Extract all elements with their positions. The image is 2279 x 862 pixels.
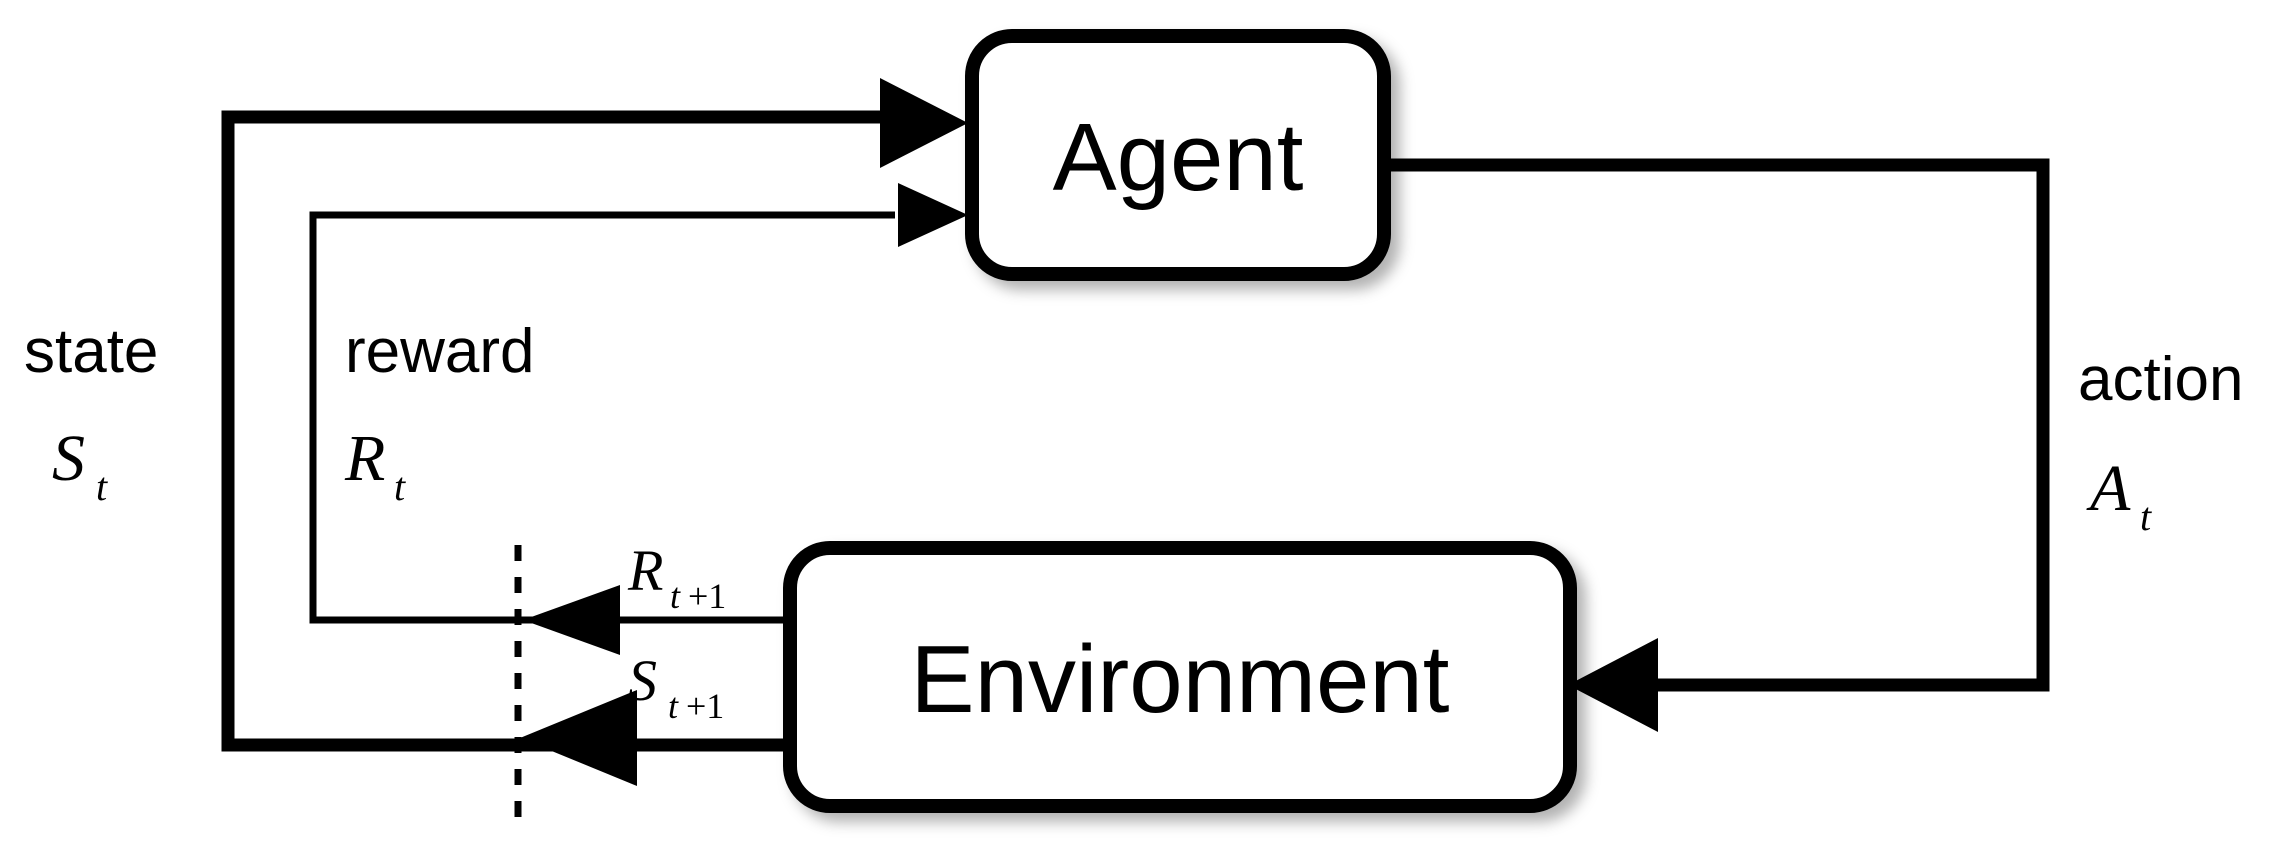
action-arrowhead-into-environment (1568, 638, 1658, 732)
state-next-subscript-var: t (668, 686, 679, 726)
state-arrowhead-into-agent (880, 78, 968, 168)
environment-label: Environment (911, 626, 1450, 733)
state-next-subscript-op: +1 (686, 686, 724, 726)
action-flow-path (1380, 158, 2050, 732)
agent-box[interactable] (965, 29, 1391, 281)
action-symbol-subscript: t (2140, 494, 2152, 539)
state-word-label: state (24, 317, 158, 386)
state-next-label-group: S t +1 (628, 648, 724, 726)
action-symbol-label: A (2086, 452, 2131, 525)
state-next-symbol: S (628, 648, 657, 713)
state-symbol-label: S (52, 422, 85, 495)
agent-node[interactable]: Agent (965, 29, 1391, 281)
reward-symbol-subscript: t (394, 464, 406, 509)
state-flow-path (221, 78, 968, 786)
agent-label: Agent (1053, 104, 1304, 211)
reward-next-label-group: R t +1 (627, 538, 726, 616)
reward-symbol-label: R (344, 422, 385, 495)
reward-arrowhead-into-agent (898, 183, 968, 247)
reward-flow-path (309, 183, 968, 655)
state-symbol-subscript: t (96, 464, 108, 509)
reward-next-symbol: R (627, 538, 663, 603)
state-arrowhead-into-divider (520, 690, 637, 786)
action-word-label: action (2078, 345, 2243, 414)
reward-arrowhead-into-divider (523, 585, 620, 655)
environment-box[interactable] (783, 541, 1577, 813)
reward-label-group: reward R t (344, 317, 535, 509)
reward-next-subscript-var: t (670, 576, 681, 616)
action-label-group: action A t (2078, 345, 2243, 539)
state-label-group: state S t (24, 317, 158, 509)
reward-next-subscript-op: +1 (688, 576, 726, 616)
action-flow-line (1380, 158, 2050, 692)
environment-node[interactable]: Environment (783, 541, 1577, 813)
reward-word-label: reward (345, 317, 535, 386)
